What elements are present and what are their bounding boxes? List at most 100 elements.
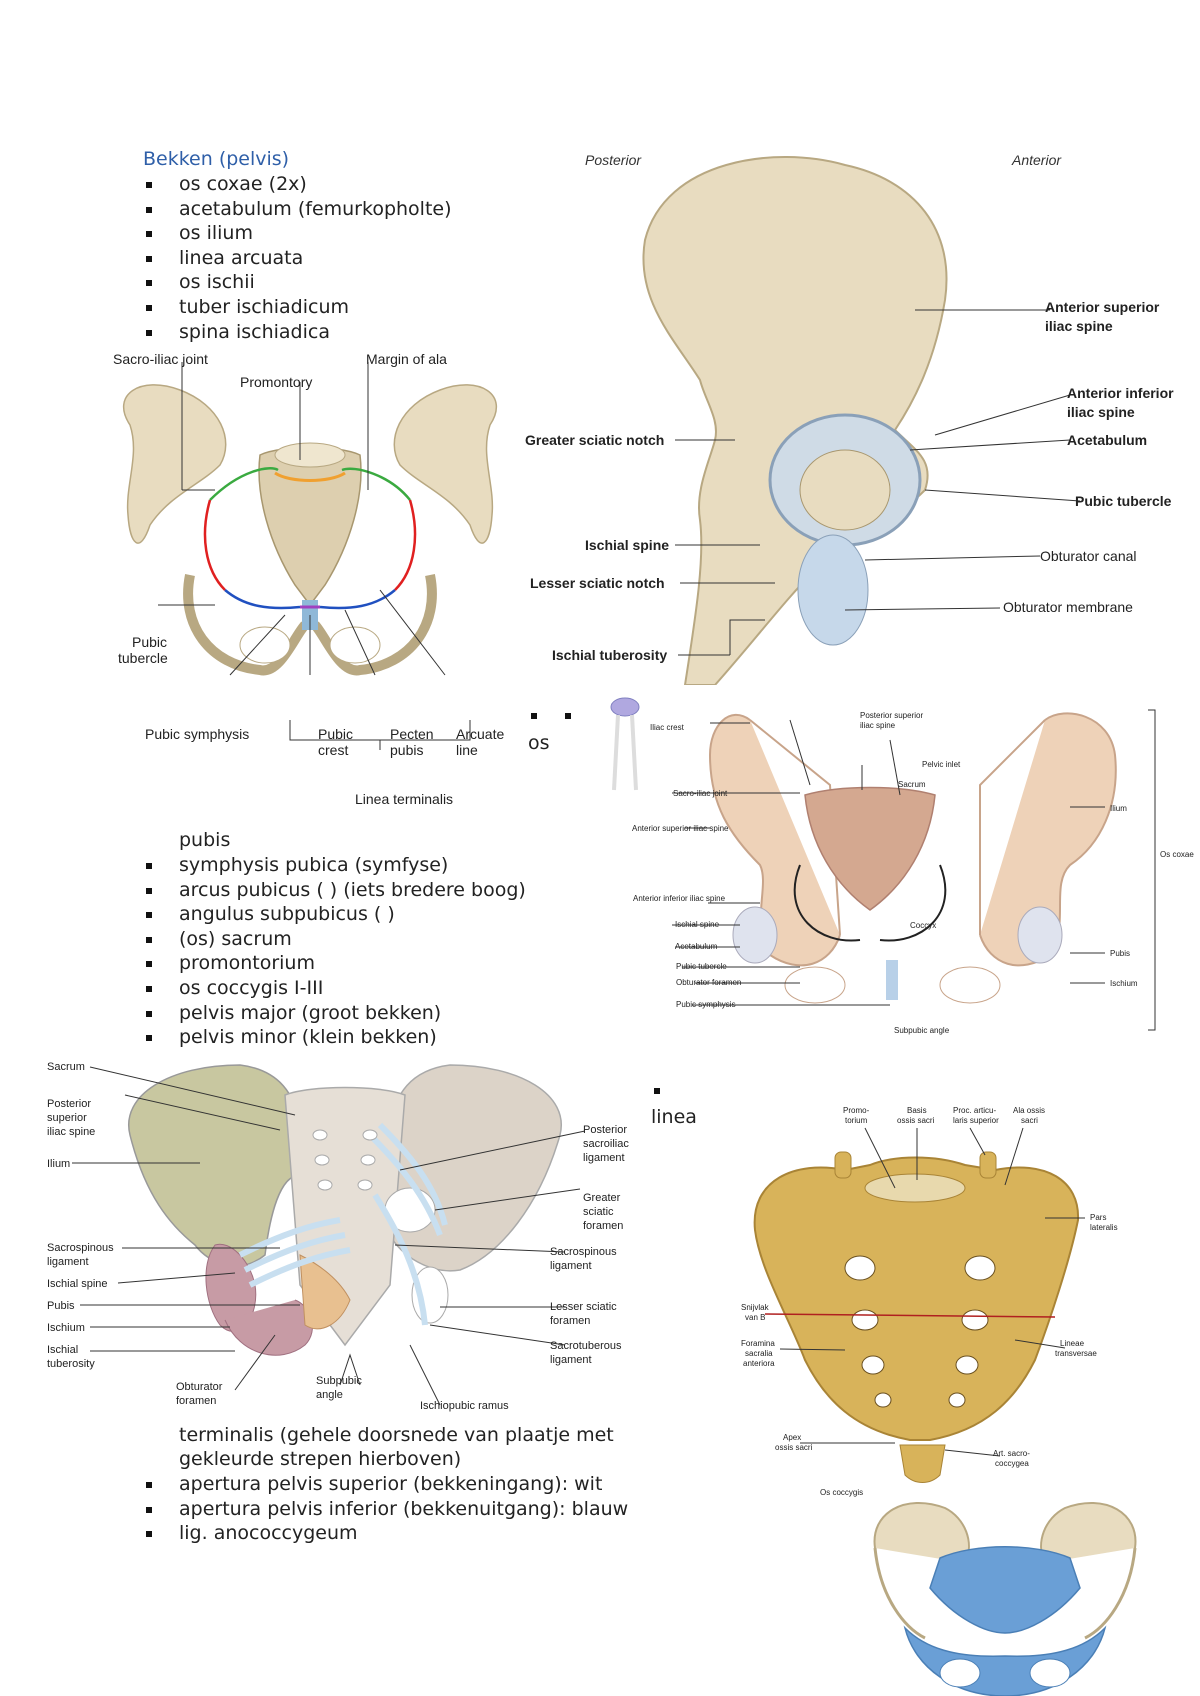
acetabular-fossa: [799, 449, 891, 531]
bullet-marker: [565, 713, 571, 719]
label-foramina: sacralia: [745, 1349, 773, 1358]
left-obturator: [939, 1658, 981, 1688]
label-sacrotuberous: ligament: [550, 1354, 592, 1366]
label-psis: iliac spine: [47, 1126, 95, 1138]
label-sacrospinous-right: Sacrospinous: [550, 1246, 617, 1258]
label-sacrotuberous: Sacrotuberous: [550, 1340, 622, 1352]
label-coccyx: Coccyx: [910, 921, 936, 930]
figure-pelvis-anterior: Iliac crest Posterior superior iliac spi…: [610, 697, 1194, 1035]
os-coxae-bracket: [1148, 709, 1156, 1031]
pubis-shape: [299, 1254, 351, 1330]
label-ischium: Ischium: [47, 1322, 85, 1334]
label-art-sacrococcygea: coccygea: [995, 1459, 1029, 1468]
list-item: apertura pelvis superior (bekkeningang):…: [143, 1472, 628, 1497]
label-asis: Anterior superior iliac spine: [632, 824, 729, 833]
right-articular-process: [979, 1151, 997, 1179]
label-obturator-foramen: Obturator: [176, 1381, 223, 1393]
left-articular-process: [834, 1151, 852, 1179]
arcuate-line: [203, 499, 417, 591]
label-ischial-tuberosity: tuberosity: [47, 1358, 95, 1370]
sacrum-shape: [804, 786, 936, 911]
label-obturator-membrane: Obturator membrane: [1003, 599, 1133, 615]
label-lesser-sciatic-foramen: foramen: [550, 1315, 590, 1327]
label-post-sacroiliac-lig: Posterior: [583, 1124, 627, 1136]
label-pecten-pubis: Pecten: [390, 726, 434, 742]
label-ischial-spine: Ischial spine: [47, 1278, 108, 1290]
pelvis-sides: [873, 1547, 1137, 1640]
label-ala: Ala ossis: [1013, 1106, 1045, 1115]
promontory-line: [274, 471, 346, 482]
list-item: pelvis major (groot bekken): [143, 1001, 526, 1026]
label-aiis: Anterior inferior iliac spine: [633, 894, 726, 903]
right-obturator: [329, 626, 381, 664]
label-apex: ossis sacri: [775, 1443, 813, 1452]
label-ischial-spine: Ischial spine: [585, 537, 669, 553]
label-apex: Apex: [783, 1433, 801, 1442]
left-iliac-wing: [123, 384, 227, 544]
label-acetabulum: Acetabulum: [675, 942, 718, 951]
label-ilium: Ilium: [47, 1158, 70, 1170]
label-pecten-pubis: pubis: [390, 742, 423, 758]
label-asis: Anterior superior: [1045, 299, 1160, 315]
label-pars-lateralis: Pars: [1090, 1213, 1106, 1222]
figure-pelvis-linea-terminalis: Sacro-iliac joint Margin of ala Promonto…: [113, 351, 504, 807]
label-post-sacroiliac-lig: sacroiliac: [583, 1138, 629, 1150]
label-greater-sciatic-foramen: Greater: [583, 1192, 621, 1204]
label-anterior: Anterior: [1011, 152, 1062, 168]
label-pelvic-inlet: Pelvic inlet: [922, 760, 961, 769]
label-iliac-crest: Iliac crest: [650, 723, 685, 732]
bullet-marker: [531, 713, 537, 719]
right-iliac-wing: [393, 384, 497, 544]
label-greater-sciatic-foramen: foramen: [583, 1220, 623, 1232]
label-pubic-tubercle: Pubic tubercle: [1075, 493, 1172, 509]
label-ischiopubic-ramus: Ischiopubic ramus: [420, 1400, 509, 1412]
pecten-line: [224, 589, 396, 610]
list-item: tuber ischiadicum: [143, 295, 452, 320]
label-sacroiliac: Sacro-iliac joint: [113, 351, 208, 367]
ligament-fibers: [238, 1122, 448, 1326]
left-obturator: [239, 626, 291, 664]
list-item: lig. anococcygeum: [143, 1521, 628, 1546]
label-foramina: Foramina: [741, 1339, 775, 1348]
label-sacroiliac: Sacro-iliac joint: [673, 789, 728, 798]
ala-line: [209, 467, 411, 501]
text-fragment-os: os: [528, 732, 550, 754]
list-item: arcus pubicus ( ) (iets bredere boog): [143, 878, 526, 903]
obturator-membrane-shape: [797, 534, 869, 646]
mini-skeleton-icon: [610, 697, 640, 791]
section-plane-line: [764, 1313, 1056, 1318]
bullet-list-3: apertura pelvis superior (bekkeningang):…: [143, 1472, 628, 1546]
label-pubic-tubercle: Pubic: [132, 634, 167, 650]
left-obturator: [784, 966, 846, 1004]
iliac-wings: [873, 1502, 1137, 1564]
text-fragment-linea: linea: [651, 1106, 697, 1128]
section-heading: Bekken (pelvis): [143, 148, 290, 170]
list-item: os coxae (2x): [143, 172, 452, 197]
label-lineae-transversae: transversae: [1055, 1349, 1097, 1358]
label-greater-sciatic-foramen: sciatic: [583, 1206, 614, 1218]
text-fragment-pubis: pubis: [179, 829, 231, 851]
blue-pelvic-floor: [903, 1625, 1107, 1696]
figure-pelvis-ligaments: Sacrum Posterior superior iliac spine Il…: [47, 1061, 629, 1412]
label-obturator-foramen: Obturator foramen: [676, 978, 741, 987]
label-ischial-tuberosity: Ischial tuberosity: [552, 647, 667, 663]
label-aiis: iliac spine: [1067, 404, 1135, 420]
label-psis: superior: [47, 1112, 87, 1124]
label-promontorium: Promo-: [843, 1106, 870, 1115]
list-item: promontorium: [143, 951, 526, 976]
label-pubic-tubercle: Pubic tubercle: [676, 962, 727, 971]
list-item: (os) sacrum: [143, 927, 526, 952]
ilium-shape: [128, 1064, 301, 1267]
label-promontorium: torium: [845, 1116, 868, 1125]
label-art-sacrococcygea: Art. sacro-: [993, 1449, 1030, 1458]
list-item: symphysis pubica (symfyse): [143, 853, 526, 878]
sacral-foramina: [844, 1255, 996, 1408]
label-lesser-sciatic-notch: Lesser sciatic notch: [530, 575, 665, 591]
list-item: os coccygis I-III: [143, 976, 526, 1001]
label-ala: sacri: [1021, 1116, 1038, 1125]
pelvis-inner: [749, 719, 1046, 936]
list-item: pelvis minor (klein bekken): [143, 1025, 526, 1050]
label-ilium: Ilium: [1110, 804, 1127, 813]
list-item: acetabulum (femurkopholte): [143, 197, 452, 222]
label-margin-of-ala: Margin of ala: [366, 351, 447, 367]
